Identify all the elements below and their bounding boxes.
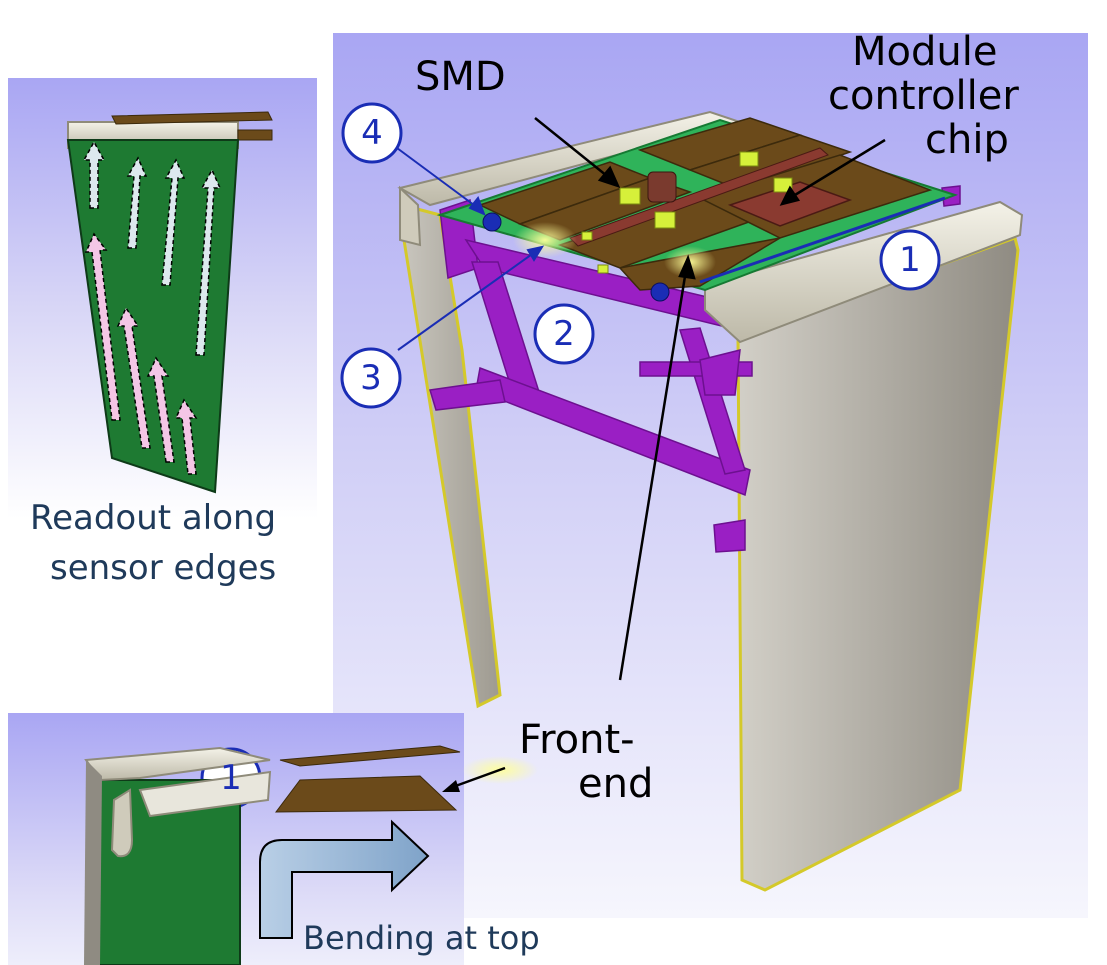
bond-point-front [650,282,670,302]
front-end-label-line1: Front- [519,717,635,763]
readout-caption-line2: sensor edges [50,548,277,588]
module-controller-label-line1: Module [852,29,998,75]
module-controller-label-line2: controller [828,73,1019,119]
callout-circles [200,102,941,809]
callout-3-leader [397,251,536,351]
readout-caption-line1: Readout along [30,498,277,538]
bond-point-left [482,212,502,232]
inset-front-end-lower [274,775,458,813]
readout-sensor-drawing [66,111,273,494]
smd-components [581,151,793,274]
inset-front-end-upper [279,745,461,767]
callout-4-leader [396,147,479,209]
inset-callout-1-number: 1 [220,758,242,798]
right-sensor-panel [736,236,1020,892]
leader-lines [534,117,886,681]
callout-3-number: 3 [360,358,382,398]
callout-2-number: 2 [553,314,575,354]
bending-detail-drawing [84,745,538,965]
front-end-label-line2: end [578,761,654,807]
left-rail-hook [399,185,422,247]
bending-caption: Bending at top [303,919,540,957]
smd-label: SMD [415,54,506,100]
blue-edge-line [699,196,946,284]
callout-1-number: 1 [899,240,921,280]
module-controller-label-line3: chip [925,117,1009,163]
top-right-rail [704,200,1024,344]
bending-arrow [259,819,430,939]
callout-4-number: 4 [361,113,383,153]
connector-cylinder [647,171,677,203]
readout-arrows-pink [84,232,198,475]
readout-arrows-white [82,140,222,356]
